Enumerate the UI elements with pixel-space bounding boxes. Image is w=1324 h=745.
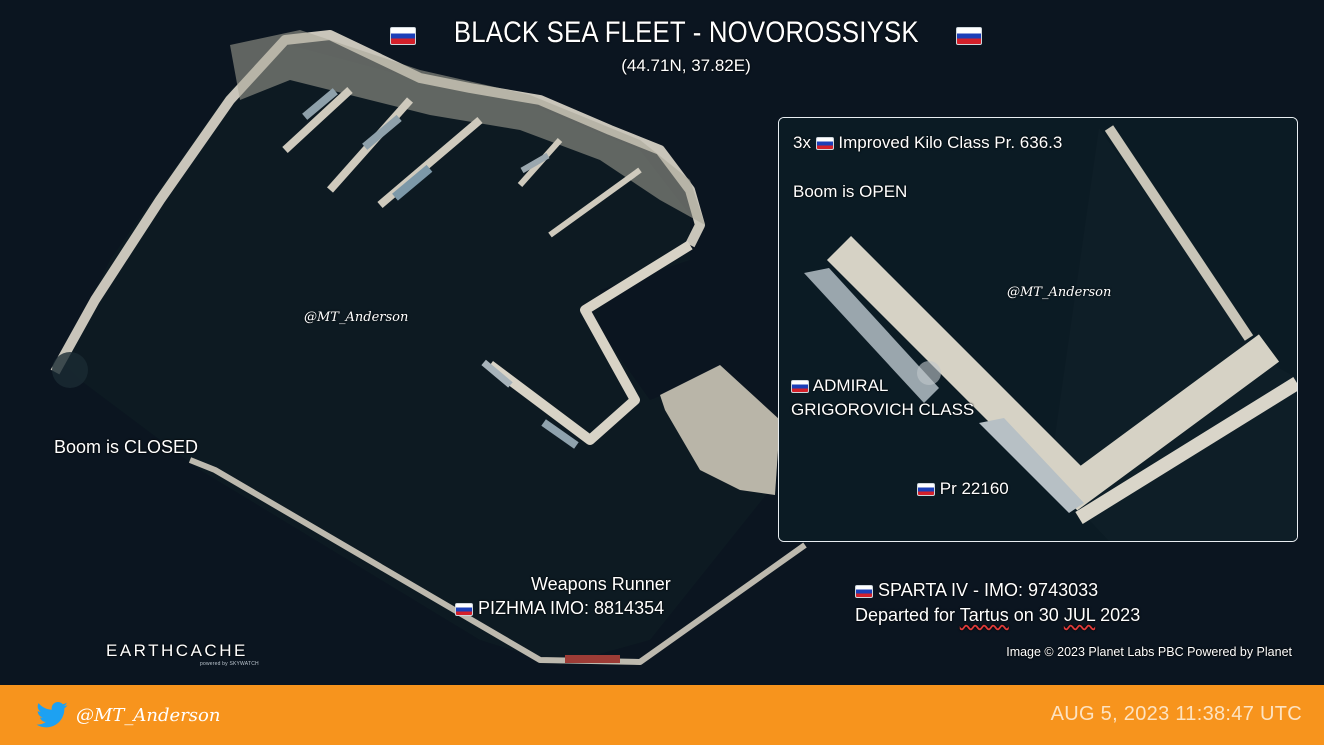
sparta-text: SPARTA IV - IMO: 9743033: [878, 580, 1099, 600]
footer-timestamp: AUG 5, 2023 11:38:47 UTC: [1050, 703, 1302, 725]
departed-suffix: on 30: [1008, 605, 1064, 625]
kilo-class-label: 3x Improved Kilo Class Pr. 636.3: [793, 133, 1062, 153]
earthcache-logo-sub: powered by SKYWATCH: [200, 661, 259, 667]
kilo-count: 3x: [793, 133, 816, 152]
boom-open-label: Boom is OPEN: [793, 182, 908, 201]
admiral-line1: ADMIRAL: [812, 376, 889, 395]
departed-place: Tartus: [959, 605, 1009, 625]
pizhma-text: PIZHMA IMO: 8814354: [478, 598, 665, 618]
russia-flag-icon: [956, 27, 983, 45]
boom-closed-label: Boom is CLOSED: [54, 437, 199, 457]
twitter-icon[interactable]: [36, 702, 68, 728]
departed-year: 2023: [1095, 605, 1141, 625]
footer-handle[interactable]: @MT_Anderson: [76, 705, 221, 726]
image-credit: Image © 2023 Planet Labs PBC Powered by …: [1006, 645, 1292, 659]
sparta-label: SPARTA IV - IMO: 9743033: [855, 580, 1098, 601]
footer-bar: @MT_Anderson AUG 5, 2023 11:38:47 UTC: [0, 685, 1324, 745]
inset-satellite-image: [779, 118, 1297, 541]
weapons-runner-label: Weapons Runner: [531, 574, 671, 594]
inset-watermark-handle: @MT_Anderson: [1007, 285, 1112, 300]
russia-flag-icon: [855, 585, 873, 598]
departed-label: Departed for Tartus on 30 JUL 2023: [855, 605, 1140, 626]
title-text: BLACK SEA FLEET - NOVOROSSIYSK: [453, 16, 919, 49]
pr22160-label: Pr 22160: [917, 479, 1009, 499]
russia-flag-icon: [389, 27, 416, 45]
pr22160-text: Pr 22160: [939, 479, 1009, 498]
russia-flag-icon: [917, 483, 935, 496]
kilo-text: Improved Kilo Class Pr. 636.3: [833, 133, 1063, 152]
admiral-label: ADMIRAL: [791, 376, 888, 396]
inset-panel: 3x Improved Kilo Class Pr. 636.3 Boom is…: [778, 117, 1298, 542]
russia-flag-icon: [815, 137, 834, 150]
coordinates: (44.71N, 37.82E): [621, 56, 751, 75]
departed-month: JUL: [1063, 605, 1096, 625]
watermark-handle: @MT_Anderson: [304, 310, 409, 325]
pizhma-label: PIZHMA IMO: 8814354: [455, 598, 664, 619]
earthcache-logo: EARTHCACHE: [106, 641, 248, 660]
title: BLACK SEA FLEET - NOVOROSSIYSK: [0, 16, 1324, 50]
russia-flag-icon: [455, 603, 473, 616]
departed-prefix: Departed for: [855, 605, 960, 625]
russia-flag-icon: [791, 380, 809, 393]
admiral-line2: GRIGOROVICH CLASS: [791, 400, 975, 419]
